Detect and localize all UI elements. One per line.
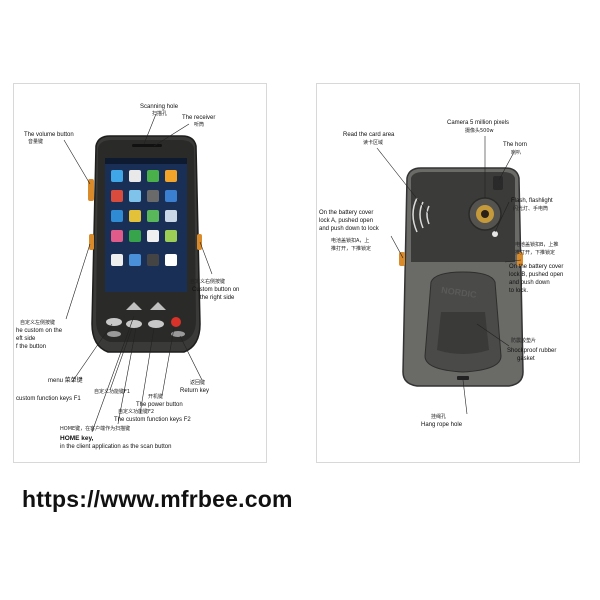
label-horn: The horn <box>503 142 527 148</box>
website-url-watermark: https://www.mfrbee.com <box>22 486 293 512</box>
label-custom-right-2: the right side <box>200 295 235 301</box>
horn-grille <box>493 176 503 190</box>
label-volume-button-cn: 音量键 <box>28 138 43 145</box>
label-lock-a-3: and push down to lock <box>319 226 380 232</box>
label-return-cn: 返回键 <box>190 379 205 386</box>
nfc-icon <box>412 197 430 233</box>
left-custom-button-shape <box>89 234 94 250</box>
back-phone-diagram: NORDIC Read the card area 读卡区域 Camera 5 … <box>319 120 563 428</box>
lock-a-shape <box>399 252 405 266</box>
front-keypad <box>106 302 185 337</box>
label-card-area-cn: 读卡区域 <box>363 139 383 146</box>
label-lock-a-2: lock A, pushed open <box>319 218 373 224</box>
volume-button-shape <box>88 179 94 201</box>
label-custom-f2-cn: 自定义功能键F2 <box>118 408 154 415</box>
label-power-cn: 开机键 <box>148 393 163 400</box>
label-custom-left-cn: 自定义左侧按键 <box>20 319 55 326</box>
label-power-button: The power button <box>136 402 183 408</box>
brand-logo: NORDIC <box>441 285 478 300</box>
power-button-shape <box>171 317 181 327</box>
lock-b-shape <box>517 252 523 266</box>
label-rope-cn: 挂绳孔 <box>431 413 446 420</box>
label-receiver-cn: 听筒 <box>194 121 204 128</box>
label-gasket-2: gasket <box>517 356 535 362</box>
front-phone <box>88 135 202 353</box>
label-home-key: HOME key, <box>60 435 94 442</box>
label-home-cn: HOME键，在客户端作为扫描键 <box>60 425 130 432</box>
label-custom-f2: The custom function keys F2 <box>114 417 191 423</box>
label-scanning-hole: Scanning hole <box>140 104 179 110</box>
label-custom-right: Custom button on <box>192 287 239 293</box>
label-flash: Flash, flashlight <box>511 198 553 204</box>
back-view-panel: NORDIC Read the card area 读卡区域 Camera 5 … <box>316 83 580 463</box>
label-volume-button: The volume button <box>24 132 74 138</box>
label-lock-b-cn-2: 推打开，下推锁定 <box>515 249 555 256</box>
front-view-panel: Scanning hole 扫描孔 The receiver 听筒 The vo… <box>13 83 267 463</box>
label-lock-b-4: to lock. <box>509 288 528 294</box>
flash-led <box>492 231 498 237</box>
back-phone: NORDIC <box>399 167 524 387</box>
label-home-key-2: in the client application as the scan bu… <box>60 444 171 450</box>
label-lock-b-3: and push down <box>509 280 550 286</box>
label-card-area: Read the card area <box>343 132 395 138</box>
label-custom-left-2: eft side <box>16 336 36 342</box>
receiver-slot <box>132 144 162 147</box>
label-lock-a-cn-2: 推打开，下推锁定 <box>331 245 371 252</box>
label-camera-cn: 摄像头500w <box>465 127 494 134</box>
label-camera: Camera 5 million pixels <box>447 120 509 126</box>
label-gasket: Shockproof rubber <box>507 348 556 354</box>
label-custom-f1-cn: 自定义功能键F1 <box>94 388 130 395</box>
front-leader-lines <box>63 113 213 433</box>
label-custom-left-3: f the button <box>16 344 46 350</box>
label-custom-right-cn: 自定义右侧按键 <box>190 278 225 285</box>
label-horn-cn: 喇叭 <box>511 149 521 156</box>
label-flash-cn: 闪光灯、手电筒 <box>513 205 548 212</box>
label-gasket-cn: 防震胶垫片 <box>511 337 536 344</box>
right-custom-button-shape <box>197 234 202 250</box>
label-lock-b-cn: 电池盖锁扣B，上推 <box>515 241 558 248</box>
label-lock-a: On the battery cover <box>319 210 373 216</box>
label-lock-b: On the battery cover <box>509 264 563 270</box>
label-scanning-hole-cn: 扫描孔 <box>152 110 167 117</box>
label-rope-hole: Hang rope hole <box>421 422 463 428</box>
rope-hole-shape <box>457 376 469 380</box>
back-leader-lines <box>376 136 522 415</box>
label-custom-left: he custom on the <box>16 328 63 334</box>
label-custom-f1: custom function keys F1 <box>16 396 81 402</box>
front-phone-diagram: Scanning hole 扫描孔 The receiver 听筒 The vo… <box>16 104 239 450</box>
label-lock-b-2: lock B, pushed open <box>509 272 563 278</box>
app-icon-grid <box>111 170 177 266</box>
label-receiver: The receiver <box>182 115 215 121</box>
label-return-key: Return key <box>180 388 209 394</box>
label-menu: menu 菜单键 <box>48 376 83 384</box>
label-lock-a-cn: 电池盖锁扣A，上 <box>331 237 369 244</box>
rubber-gasket <box>437 312 489 354</box>
